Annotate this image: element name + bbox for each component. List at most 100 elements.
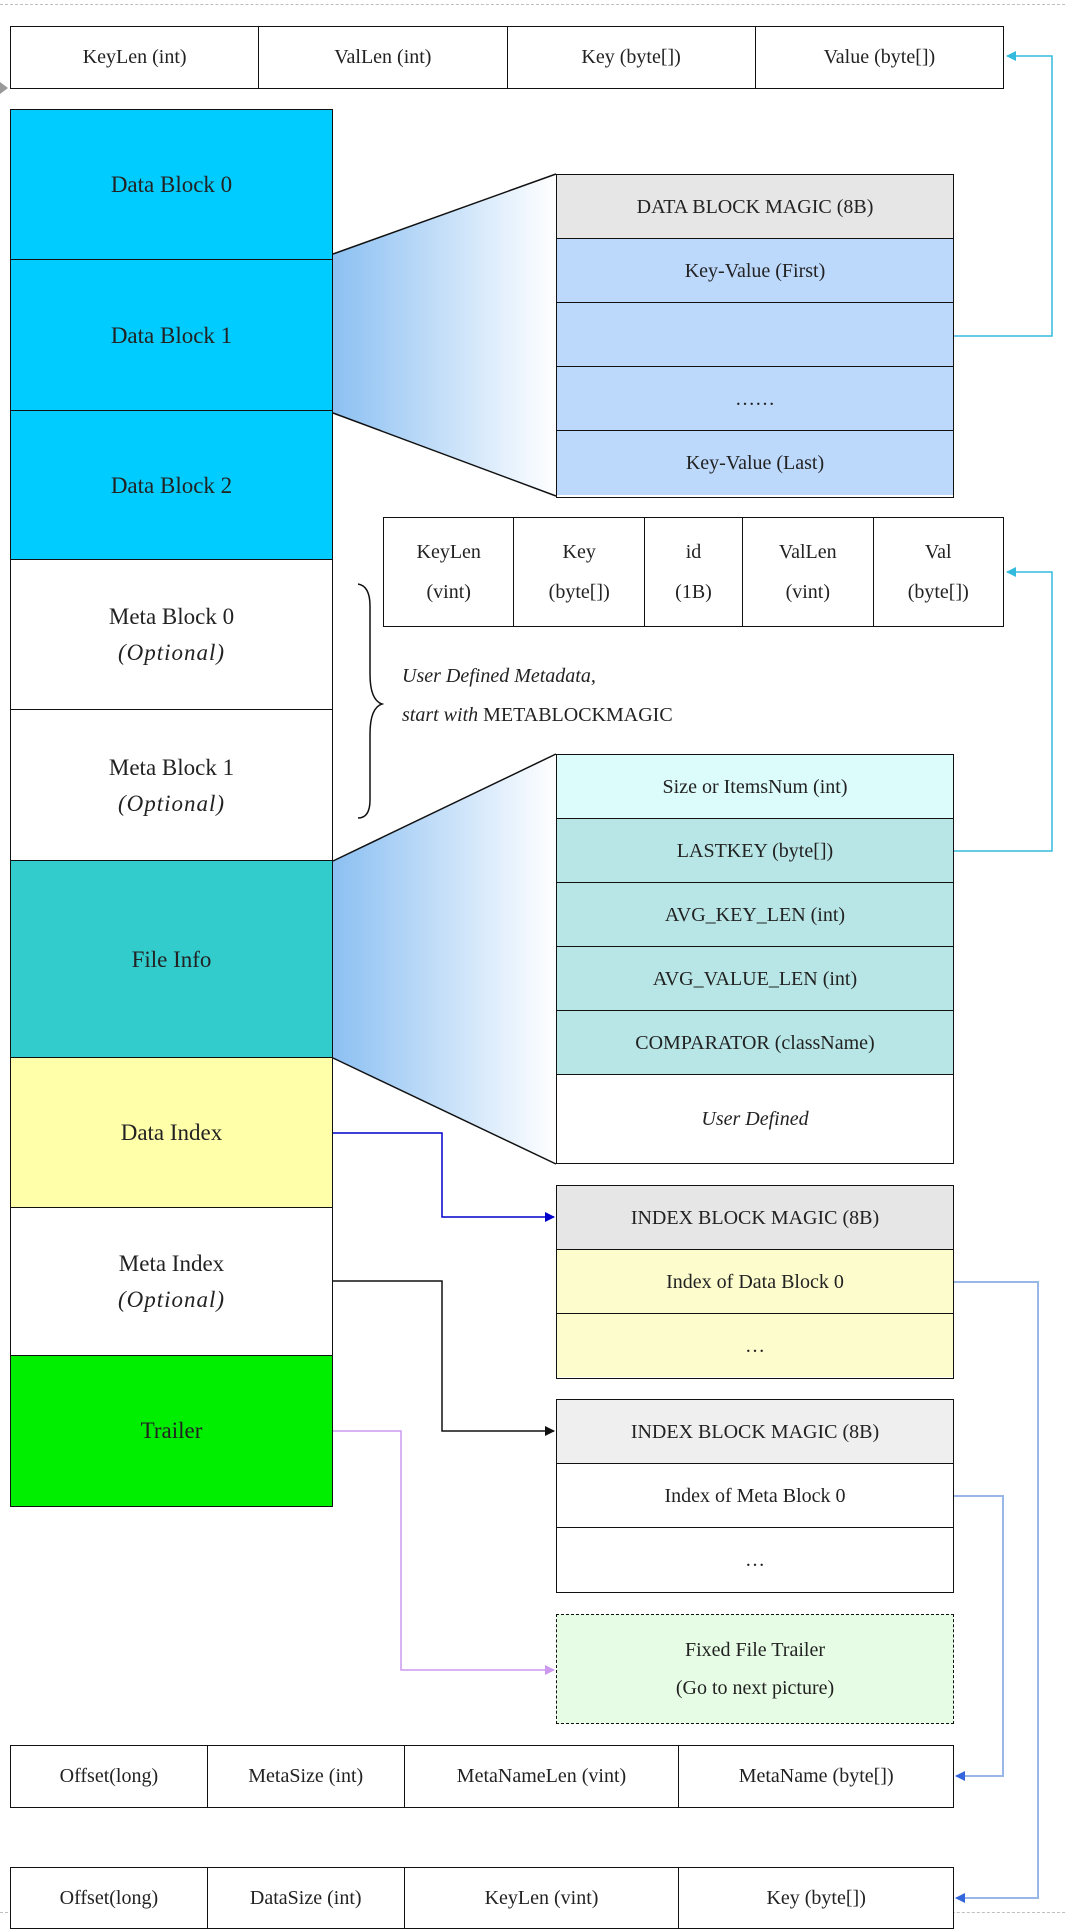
data-block-0-label: Data Block 0 (110, 172, 233, 198)
data-index-ellipsis-row: … (557, 1314, 953, 1377)
page-marker-triangle-icon (0, 82, 8, 94)
data-index-entry-row: Offset(long) DataSize (int) KeyLen (vint… (10, 1867, 954, 1929)
meta-index-ellipsis-label: … (745, 1548, 765, 1571)
meta-blocks-brace (357, 583, 385, 819)
meta-note-line2-plain: METABLOCKMAGIC (483, 704, 673, 726)
fixed-file-trailer-box: Fixed File Trailer (Go to next picture) (556, 1614, 954, 1724)
comparator-label: COMPARATOR (className) (635, 1031, 875, 1054)
lastkey-id-label: id (685, 541, 702, 563)
user-defined-label: User Defined (701, 1107, 809, 1130)
meta-index-magic-row: INDEX BLOCK MAGIC (8B) (557, 1400, 953, 1464)
data-index-block: Data Index (10, 1057, 333, 1209)
lastkey-row: LASTKEY (byte[]) (557, 819, 953, 883)
key-value-ellipsis-row: …… (557, 367, 953, 431)
meta-name-len-cell: MetaNameLen (vint) (405, 1746, 680, 1807)
key-value-first-row: Key-Value (First) (557, 239, 953, 303)
lastkey-val-label: Val (924, 541, 952, 563)
meta-index-ellipsis-row: … (557, 1528, 953, 1591)
meta-note-line2-italic: start with (402, 704, 479, 726)
data-block-1-label: Data Block 1 (110, 322, 233, 348)
avg-value-len-row: AVG_VALUE_LEN (int) (557, 947, 953, 1011)
fixed-file-trailer-title: Fixed File Trailer (684, 1639, 825, 1661)
lastkey-format-row: KeyLen (vint) Key (byte[]) id (1B) ValLe… (383, 517, 1004, 627)
comparator-row: COMPARATOR (className) (557, 1011, 953, 1075)
meta-note-line1: User Defined Metadata, (402, 665, 596, 687)
key-value-arrow (954, 51, 1053, 337)
data-block-zoom-fan (333, 174, 556, 496)
data-index-magic-row: INDEX BLOCK MAGIC (8B) (557, 1186, 953, 1250)
lastkey-key-cell: Key (byte[]) (514, 518, 645, 626)
meta-size-cell: MetaSize (int) (208, 1746, 405, 1807)
data-index-magic-label: INDEX BLOCK MAGIC (8B) (630, 1206, 880, 1229)
lastkey-label: LASTKEY (byte[]) (676, 839, 834, 862)
key-value-last-label: Key-Value (Last) (685, 452, 825, 474)
file-info-block: File Info (10, 860, 333, 1059)
key-value-blank-row (557, 303, 953, 367)
meta-block-1-label: Meta Block 1 (108, 754, 235, 780)
avg-key-len-label: AVG_KEY_LEN (int) (664, 903, 846, 926)
trailer-block: Trailer (10, 1355, 333, 1507)
fixed-file-trailer-note: (Go to next picture) (675, 1677, 835, 1699)
data-block-magic-row: DATA BLOCK MAGIC (8B) (557, 175, 953, 239)
lastkey-keylen-type: (vint) (426, 581, 471, 603)
meta-block-0-label: Meta Block 0 (108, 604, 235, 630)
lastkey-val-type: (byte[]) (907, 581, 969, 603)
data-block-detail: DATA BLOCK MAGIC (8B) Key-Value (First) … (556, 174, 954, 498)
meta-offset-cell: Offset(long) (11, 1746, 208, 1807)
key-cell: Key (byte[]) (508, 27, 756, 88)
data-keylen-cell: KeyLen (vint) (405, 1868, 680, 1928)
index-of-data-block-0-label: Index of Data Block 0 (666, 1270, 844, 1293)
data-block-1: Data Block 1 (10, 259, 333, 412)
lastkey-id-cell: id (1B) (645, 518, 744, 626)
data-size-cell: DataSize (int) (208, 1868, 405, 1928)
lastkey-vallen-cell: ValLen (vint) (743, 518, 874, 626)
meta-index-block: Meta Index (Optional) (10, 1207, 333, 1357)
meta-index-optional: (Optional) (117, 1287, 226, 1312)
data-block-2-label: Data Block 2 (110, 472, 233, 498)
lastkey-arrow (954, 567, 1053, 852)
meta-index-label: Meta Index (118, 1251, 225, 1277)
key-value-ellipsis-label: …… (735, 387, 775, 410)
data-offset-cell: Offset(long) (11, 1868, 208, 1928)
meta-index-entry-row: Offset(long) MetaSize (int) MetaNameLen … (10, 1745, 954, 1808)
meta-index-entry-arrow (954, 1495, 1004, 1781)
key-value-format-row: KeyLen (int) ValLen (int) Key (byte[]) V… (10, 26, 1004, 89)
value-cell: Value (byte[]) (823, 46, 936, 68)
data-block-0: Data Block 0 (10, 109, 333, 261)
trailer-arrow (333, 1430, 555, 1675)
size-items-row: Size or ItemsNum (int) (557, 755, 953, 819)
data-index-arrow (333, 1132, 555, 1222)
vallen-cell: ValLen (int) (259, 27, 508, 88)
key-value-last-row: Key-Value (Last) (557, 431, 953, 495)
index-of-meta-block-0-row: Index of Meta Block 0 (557, 1464, 953, 1528)
lastkey-keylen-label: KeyLen (416, 541, 481, 563)
top-dashed-border (0, 4, 1065, 5)
index-of-data-block-0-row: Index of Data Block 0 (557, 1250, 953, 1314)
data-key-cell: Key (byte[]) (766, 1886, 866, 1909)
data-block-2: Data Block 2 (10, 410, 333, 561)
data-block-magic-label: DATA BLOCK MAGIC (8B) (636, 195, 874, 218)
meta-index-magic-label: INDEX BLOCK MAGIC (8B) (630, 1420, 880, 1443)
file-info-zoom-fan (333, 754, 556, 1164)
file-info-label: File Info (131, 946, 212, 972)
file-info-detail: Size or ItemsNum (int) LASTKEY (byte[]) … (556, 754, 954, 1164)
lastkey-keylen-cell: KeyLen (vint) (384, 518, 515, 626)
lastkey-key-label: Key (562, 541, 596, 563)
lastkey-vallen-label: ValLen (778, 541, 837, 563)
size-items-label: Size or ItemsNum (int) (662, 775, 848, 798)
data-index-ellipsis-label: … (745, 1334, 765, 1357)
index-of-meta-block-0-label: Index of Meta Block 0 (664, 1484, 846, 1507)
meta-note-line2: start with METABLOCKMAGIC (402, 696, 673, 735)
meta-index-arrow (333, 1280, 555, 1436)
lastkey-val-cell: Val (byte[]) (874, 518, 1003, 626)
lastkey-key-type: (byte[]) (548, 581, 610, 603)
key-value-first-label: Key-Value (First) (684, 259, 826, 282)
data-index-detail: INDEX BLOCK MAGIC (8B) Index of Data Blo… (556, 1185, 954, 1379)
keylen-cell: KeyLen (int) (11, 27, 260, 88)
avg-key-len-row: AVG_KEY_LEN (int) (557, 883, 953, 947)
lastkey-vallen-type: (vint) (785, 581, 830, 603)
meta-block-1-optional: (Optional) (117, 790, 226, 816)
avg-value-len-label: AVG_VALUE_LEN (int) (652, 967, 858, 990)
